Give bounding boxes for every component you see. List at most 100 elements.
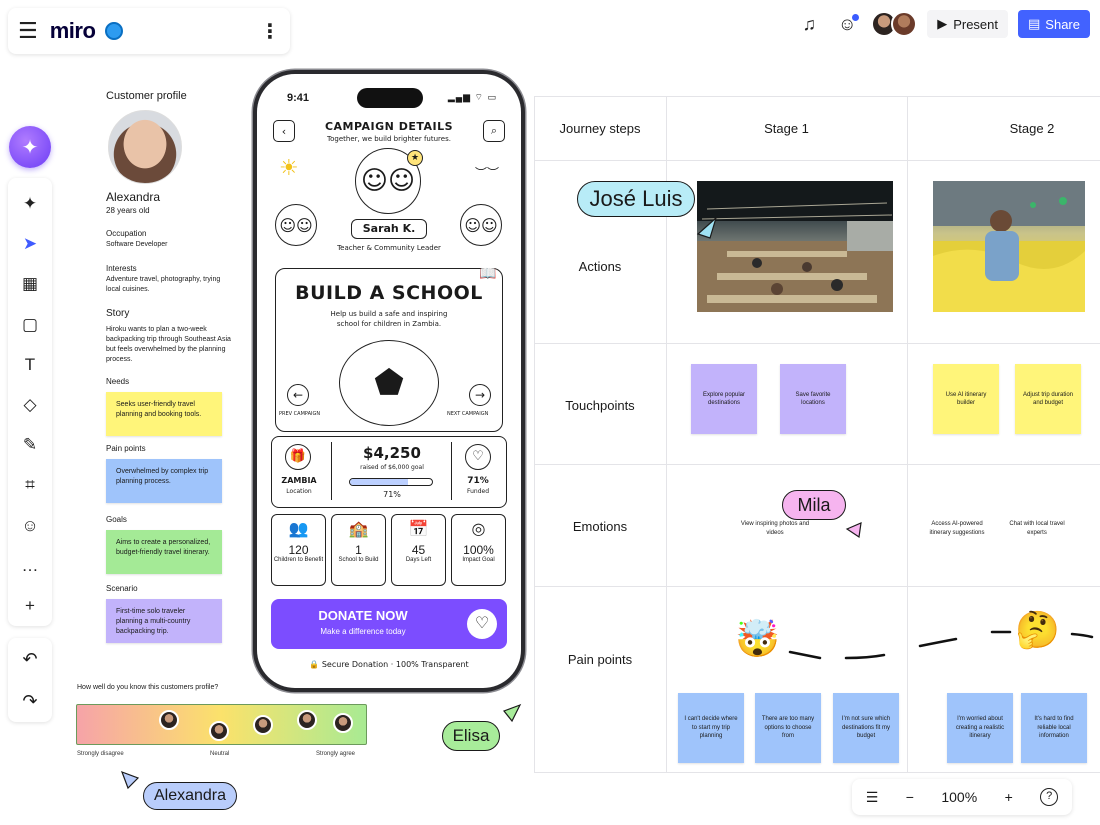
divider [451, 442, 452, 500]
sticky-note[interactable]: Overwhelmed by complex trip planning pro… [106, 458, 222, 503]
shapes-icon[interactable]: ◇ [23, 395, 37, 415]
comment-icon[interactable]: … [21, 555, 39, 575]
school-icon: 🏫 [348, 521, 369, 538]
templates-icon[interactable]: ▦ [21, 274, 39, 294]
cursor-tag-alexandra: Alexandra [143, 782, 237, 810]
sticky-note[interactable]: There are too many options to choose fro… [755, 693, 821, 763]
list-view-icon[interactable]: ☰ [865, 788, 879, 805]
secure-donation-label: Secure Donation [321, 660, 389, 669]
board-menu-bar: ☰ miro ⋮ [8, 8, 290, 54]
pen-icon[interactable]: ✎ [22, 435, 38, 455]
sticky-note[interactable]: Seeks user-friendly travel planning and … [106, 391, 222, 436]
journey-map[interactable]: Journey steps Stage 1 Stage 2 Actions To… [534, 96, 1100, 773]
donate-button[interactable]: DONATE NOW Make a difference today ♡ [271, 599, 507, 649]
menu-icon[interactable]: ☰ [18, 18, 38, 43]
miro-logo[interactable]: miro [49, 18, 96, 43]
sticky-note-icon[interactable]: ▢ [21, 314, 39, 334]
sticky-note[interactable]: I'm not sure which destinations fit my b… [833, 693, 899, 763]
zoom-out-icon[interactable]: − [905, 789, 914, 805]
profile-age: 28 years old [106, 206, 150, 215]
funded-label: Funded [466, 488, 490, 495]
avatar[interactable] [159, 710, 179, 730]
gift-icon: 🎁 [285, 444, 311, 470]
emotion-note[interactable]: Access AI-powered itinerary suggestions [929, 521, 985, 536]
reactions-icon[interactable]: ♫ [802, 13, 816, 34]
story-value: Hiroku wants to plan a two-week backpack… [106, 326, 231, 363]
sticky-note[interactable]: Adjust trip duration and budget [1015, 364, 1081, 434]
transparent-label: 100% Transparent [395, 660, 469, 669]
prev-arrow-icon[interactable]: ← [287, 384, 309, 406]
board-name[interactable] [123, 26, 260, 37]
help-icon[interactable]: ? [1040, 788, 1059, 806]
avatar[interactable] [297, 710, 317, 730]
emoji-icon[interactable]: ☺ [21, 515, 39, 535]
sticky-note[interactable]: Aims to create a personalized, budget-fr… [106, 529, 222, 574]
emotion-note[interactable]: View inspiring photos and videos [740, 521, 810, 536]
frame-icon[interactable]: ⌗ [25, 475, 35, 495]
location-label: Location [286, 488, 312, 495]
raised-amount: $4,250 [363, 444, 421, 462]
grid-line [534, 464, 1100, 465]
zoom-level[interactable]: 100% [941, 789, 978, 805]
funding-progress-bar [349, 478, 433, 486]
sticky-note[interactable]: Save favorite locations [780, 364, 846, 434]
add-icon[interactable]: + [25, 595, 35, 615]
profile-name: Alexandra [106, 190, 161, 204]
factory-worker-photo[interactable] [933, 181, 1085, 312]
thinking-face-emoji[interactable]: 🤔 [1015, 609, 1060, 650]
emotion-note[interactable]: Chat with local travel experts [1009, 521, 1065, 536]
collaborator-avatars[interactable] [871, 11, 918, 37]
heart-icon[interactable]: ♡ [465, 444, 491, 470]
zoom-in-icon[interactable]: + [1004, 789, 1013, 805]
more-icon[interactable]: ⋮ [260, 20, 280, 43]
cursor-tag-elisa: Elisa [442, 721, 500, 751]
sticky-note[interactable]: Use AI itinerary builder [933, 364, 999, 434]
stage-2-header: Stage 2 [1009, 121, 1055, 136]
next-campaign-label[interactable]: NEXT CAMPAIGN [447, 411, 489, 417]
play-icon: ▶ [937, 16, 948, 31]
funding-progress-fill [350, 479, 409, 485]
present-button[interactable]: ▶ Present [927, 10, 1008, 38]
interests-label: Interests [106, 263, 137, 273]
customer-profile[interactable]: Customer profile Alexandra 28 years old … [106, 90, 236, 643]
stat-label: Impact Goal [462, 557, 495, 563]
rating-question: How well do you know this customers prof… [77, 684, 219, 691]
redo-icon[interactable]: ↷ [22, 690, 38, 711]
sticky-note[interactable]: I'm worried about creating a realistic i… [947, 693, 1013, 763]
chat-icon[interactable]: ☺ [833, 13, 861, 35]
search-icon[interactable]: ⌕ [483, 120, 505, 142]
donate-title: DONATE NOW [318, 608, 408, 623]
phone-mockup[interactable]: 9:41 ▂▄▆ ⌔ ▭ ‹ ⌕ CAMPAIGN DETAILS Togeth… [253, 70, 525, 692]
exploding-head-emoji[interactable]: 🤯 [735, 618, 780, 659]
grid-line [534, 160, 1100, 161]
target-icon: ◎ [471, 521, 486, 538]
people-illustration-icon: ☺☺ [355, 148, 421, 214]
stat-card-children: 👥 120 Children to Benefit [271, 514, 326, 586]
prev-campaign-label[interactable]: PREV CAMPAIGN [279, 411, 321, 417]
text-tool-icon[interactable]: T [24, 354, 36, 374]
globe-icon[interactable] [105, 22, 124, 40]
person-name-badge: Sarah K. [351, 219, 427, 239]
avatar[interactable] [333, 713, 353, 733]
undo-icon[interactable]: ↶ [22, 648, 38, 669]
share-button[interactable]: ▤ Share [1018, 10, 1090, 38]
funded-value: 71% [467, 476, 489, 486]
back-icon[interactable]: ‹ [273, 120, 295, 142]
row-label-touchpoints: Touchpoints [565, 398, 635, 413]
avatar[interactable] [891, 11, 918, 37]
stat-card-impact: ◎ 100% Impact Goal [451, 514, 506, 586]
select-tool-icon[interactable]: ➤ [22, 234, 38, 254]
coworking-space-photo[interactable] [697, 181, 893, 312]
profile-photo[interactable] [108, 110, 182, 184]
sticky-note[interactable]: I can't decide where to start my trip pl… [678, 693, 744, 763]
avatar[interactable] [253, 715, 273, 735]
history-toolbar: ↶ ↷ [8, 638, 52, 722]
sticky-note[interactable]: It's hard to find reliable local informa… [1021, 693, 1087, 763]
sticky-note[interactable]: First-time solo traveler planning a mult… [106, 598, 222, 643]
rating-scale[interactable] [76, 704, 367, 745]
sticky-note[interactable]: Explore popular destinations [691, 364, 757, 434]
ai-assistant-button[interactable]: ✦ [9, 126, 51, 168]
next-arrow-icon[interactable]: → [469, 384, 491, 406]
avatar[interactable] [209, 721, 229, 741]
ai-sparkle-icon[interactable]: ✦ [22, 194, 38, 214]
